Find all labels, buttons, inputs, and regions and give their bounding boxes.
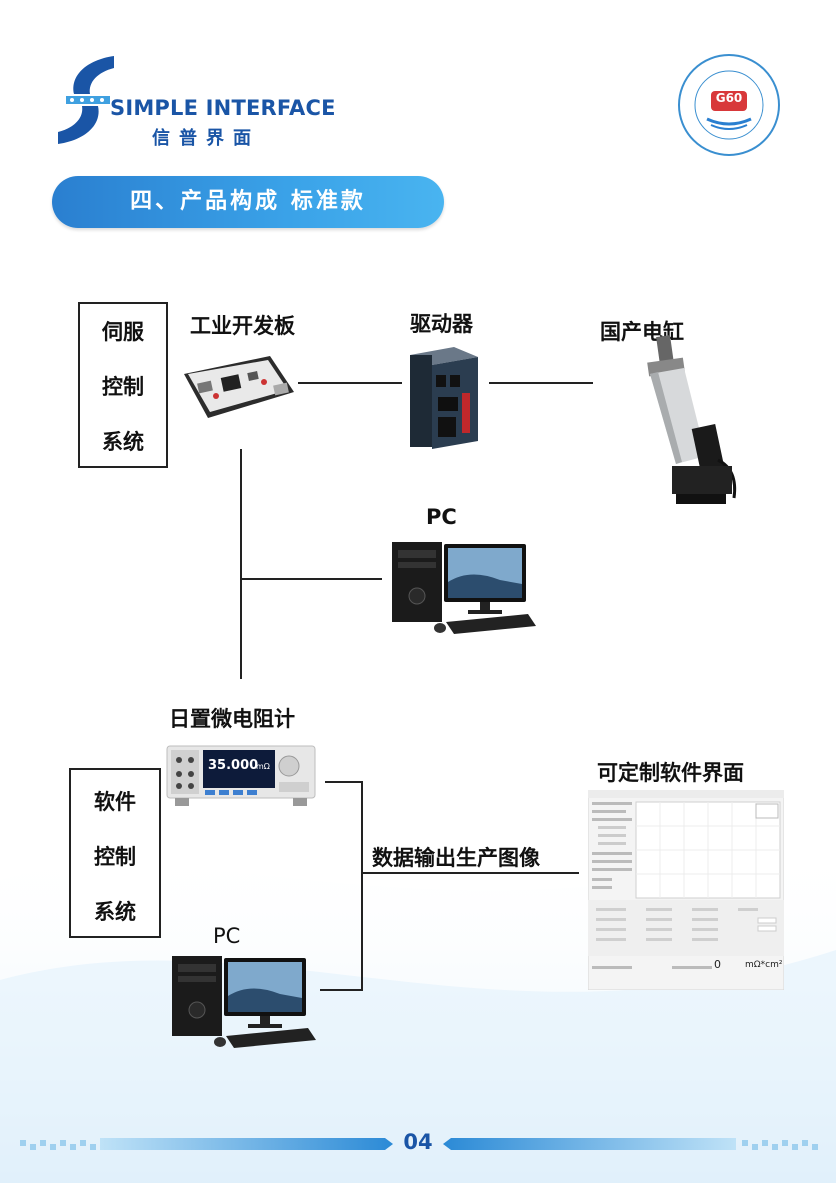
driver-cylinder-connector	[489, 382, 593, 384]
brand-logo-icon	[58, 56, 114, 144]
bracket-bottom	[320, 989, 363, 991]
pc-image-servo	[392, 542, 536, 634]
software-ui-label: 可定制软件界面	[597, 761, 744, 785]
servo-box-line-1: 伺服	[102, 320, 144, 344]
pc2-label: PC	[213, 924, 241, 948]
micro-ohmmeter-image	[166, 745, 316, 806]
footer-bar	[20, 1138, 818, 1150]
servo-box-line-3: 系统	[102, 430, 144, 454]
driver-label: 驱动器	[410, 312, 473, 336]
software-ui-unit: mΩ*cm²	[745, 960, 783, 970]
servo-system-box: 伺服 控制 系统	[78, 302, 168, 468]
pc1-connector	[240, 578, 382, 580]
bracket-output-line	[361, 872, 579, 874]
meter-display-value: 35.000	[208, 758, 259, 773]
board-label: 工业开发板	[190, 314, 295, 338]
software-box-line-2: 控制	[94, 845, 136, 869]
section-title: 四、产品构成 标准款	[130, 189, 366, 214]
page-number: 04	[403, 1130, 433, 1154]
institute-seal-icon	[678, 54, 780, 156]
meter-label: 日置微电阻计	[169, 707, 295, 731]
software-box-line-3: 系统	[94, 900, 136, 924]
servo-box-line-2: 控制	[102, 375, 144, 399]
meter-display-unit: mΩ	[256, 762, 270, 771]
brand-name-en: SIMPLE INTERFACE	[110, 96, 336, 120]
pc-image-software	[172, 956, 316, 1048]
seal-center-text: G60	[715, 91, 743, 105]
servo-driver-image	[410, 347, 478, 449]
software-ui-screenshot	[588, 790, 784, 990]
software-box-line-1: 软件	[94, 790, 136, 814]
section-banner: 四、产品构成 标准款	[52, 176, 444, 228]
pc1-label: PC	[426, 505, 457, 529]
brand-name-cn: 信普界面	[152, 128, 260, 149]
software-ui-value: 0	[714, 958, 721, 971]
electric-cylinder-image	[647, 335, 737, 504]
board-driver-connector	[298, 382, 402, 384]
servo-trunk-line	[240, 449, 242, 679]
bracket-top	[325, 781, 363, 783]
output-label: 数据输出生产图像	[372, 846, 540, 870]
industrial-board-image	[184, 356, 294, 418]
bracket-vertical	[361, 781, 363, 991]
software-system-box: 软件 控制 系统	[69, 768, 161, 938]
